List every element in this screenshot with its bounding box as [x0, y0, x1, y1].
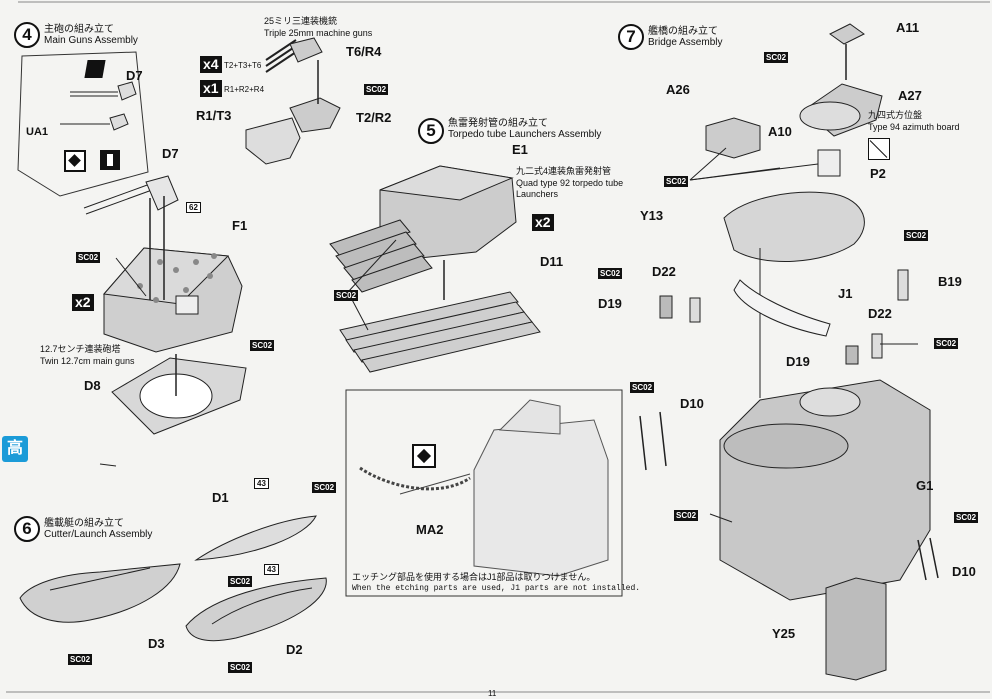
- paint-tag-sc02: SC02: [228, 576, 253, 587]
- step-5-badge: 5: [418, 118, 444, 144]
- part-label-D19-right: D19: [786, 354, 810, 369]
- part-label-D11: D11: [540, 254, 564, 269]
- part-label-D2: D2: [286, 642, 303, 657]
- part-label-A26: A26: [666, 82, 690, 97]
- part-label-D1: D1: [212, 490, 229, 505]
- part-label-Y25: Y25: [772, 626, 796, 641]
- caption-azimuth-jp: 九四式方位盤: [868, 110, 923, 120]
- part-label-D10-right: D10: [952, 564, 976, 579]
- paint-tag-sc02: SC02: [364, 84, 389, 95]
- cut-off-icon: [868, 138, 890, 160]
- caption-azimuth-en: Type 94 azimuth board: [868, 122, 960, 132]
- paint-tag-sc02: SC02: [334, 290, 359, 301]
- step-6-title-jp: 艦載艇の組み立て: [44, 518, 124, 529]
- caption-etch-en: When the etching parts are used, J1 part…: [352, 584, 641, 593]
- paint-tag-sc02: SC02: [904, 230, 929, 241]
- step-7-title-jp: 艦橋の組み立て: [648, 26, 718, 37]
- caption-mg25-jp: 25ミリ三連装機銃: [264, 16, 338, 26]
- paint-tag-sc02: SC02: [76, 252, 101, 263]
- paint-tag-sc02: SC02: [598, 268, 623, 279]
- watermark-logo: 高: [2, 436, 28, 462]
- part-label-D19-left: D19: [598, 296, 622, 311]
- paint-tag-sc02: SC02: [630, 382, 655, 393]
- paint-tag-sc02: SC02: [312, 482, 337, 493]
- combo-x4: T2+T3+T6: [224, 61, 262, 70]
- step-7-title-en: Bridge Assembly: [648, 37, 723, 48]
- caption-torp-en: Quad type 92 torpedo tube Launchers: [516, 178, 624, 199]
- part-label-J1: J1: [838, 286, 853, 301]
- caption-etch-jp: エッチング部品を使用する場合はJ1部品は取りつけません。: [352, 572, 596, 582]
- paint-tag-sc02: SC02: [664, 176, 689, 187]
- part-label-E1: E1: [512, 142, 528, 157]
- part-label-D7: D7: [162, 146, 179, 161]
- part-label-D7-inset: D7: [126, 68, 143, 83]
- part-label-A10: A10: [768, 124, 792, 139]
- caption-torp-jp: 九二式4連装魚雷発射管: [516, 166, 612, 176]
- step-4-title-jp: 主砲の組み立て: [44, 24, 114, 35]
- part-label-D22-right: D22: [868, 306, 892, 321]
- part-label-R1-T3: R1/T3: [196, 108, 232, 123]
- part-label-D8: D8: [84, 378, 101, 393]
- step-4-title-en: Main Guns Assembly: [44, 35, 138, 46]
- caption-mg25-en: Triple 25mm machine guns: [264, 28, 373, 38]
- paint-tag-sc02: SC02: [228, 662, 253, 673]
- paint-tag-sc02: SC02: [68, 654, 93, 665]
- part-label-A27: A27: [898, 88, 922, 103]
- paint-tag-sc02: SC02: [674, 510, 699, 521]
- step-5-title-en: Torpedo tube Launchers Assembly: [448, 129, 602, 140]
- page-number: 11: [488, 689, 497, 698]
- step-6-title-en: Cutter/Launch Assembly: [44, 529, 153, 540]
- cement-tube-icon: [100, 150, 120, 170]
- part-label-T6-R4: T6/R4: [346, 44, 382, 59]
- step-4-badge: 4: [14, 22, 40, 48]
- part-label-Y13: Y13: [640, 208, 664, 223]
- paint-tag-62: 62: [186, 202, 201, 213]
- cement-diamond-icon: [64, 150, 86, 172]
- part-label-P2: P2: [870, 166, 886, 181]
- part-label-D3: D3: [148, 636, 165, 651]
- caption-twin127-en: Twin 12.7cm main guns: [40, 356, 135, 366]
- part-label-A11: A11: [896, 20, 920, 35]
- multiplier-x2-main-guns: x2: [72, 294, 94, 311]
- part-label-D10-left: D10: [680, 396, 704, 411]
- multiplier-x1: x1: [200, 80, 222, 97]
- part-label-D22-left: D22: [652, 264, 676, 279]
- part-label-MA2: MA2: [416, 522, 444, 537]
- part-label-F1: F1: [232, 218, 248, 233]
- step-6-badge: 6: [14, 516, 40, 542]
- part-label-B19: B19: [938, 274, 962, 289]
- paint-tag-sc02: SC02: [764, 52, 789, 63]
- multiplier-x2-torpedo: x2: [532, 214, 554, 231]
- paint-tag-sc02: SC02: [250, 340, 275, 351]
- step-5-title-jp: 魚雷発射管の組み立て: [448, 118, 548, 129]
- step-7-badge: 7: [618, 24, 644, 50]
- part-label-G1: G1: [916, 478, 934, 493]
- multiplier-x4: x4: [200, 56, 222, 73]
- paint-tag-43: 43: [264, 564, 279, 575]
- caption-twin127-jp: 12.7センチ連装砲塔: [40, 344, 121, 354]
- paint-tag-sc02: SC02: [934, 338, 959, 349]
- combo-x1: R1+R2+R4: [224, 85, 265, 94]
- paint-tag-43: 43: [254, 478, 269, 489]
- paint-tag-sc02: SC02: [954, 512, 979, 523]
- cement-diamond-icon: [412, 444, 436, 468]
- part-label-UA1: UA1: [26, 126, 49, 138]
- photo-etch-icon: [84, 60, 106, 78]
- part-label-T2-R2: T2/R2: [356, 110, 392, 125]
